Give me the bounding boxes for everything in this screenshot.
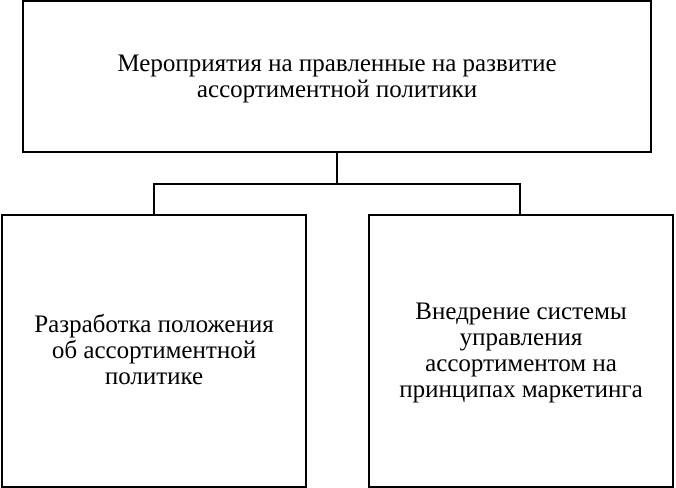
root-node: Мероприятия на правленные на развитие ас… bbox=[22, 0, 652, 153]
root-node-text: Мероприятия на правленные на развитие ас… bbox=[117, 49, 557, 103]
connector-horizontal bbox=[153, 183, 521, 185]
child-node-right: Внедрение системы управления ассортимент… bbox=[368, 214, 674, 488]
child-node-left: Разработка положения об ассортиментной п… bbox=[1, 214, 307, 488]
root-line-1: Мероприятия на правленные на развитие bbox=[117, 49, 557, 77]
child-left-line-3: политике bbox=[104, 363, 204, 390]
child-left-line-2: об ассортиментной bbox=[51, 337, 257, 364]
child-right-line-3: ассортиментом на bbox=[425, 350, 617, 377]
connector-left-vertical bbox=[153, 183, 155, 216]
child-right-line-2: управления bbox=[459, 324, 583, 351]
child-right-text: Внедрение системы управления ассортимент… bbox=[399, 299, 643, 403]
child-left-text: Разработка положения об ассортиментной п… bbox=[34, 312, 274, 390]
connector-right-vertical bbox=[519, 183, 521, 216]
child-right-line-4: принципах маркетинга bbox=[399, 376, 643, 403]
root-line-2: ассортиментной политики bbox=[196, 75, 478, 103]
child-right-line-1: Внедрение системы bbox=[415, 298, 627, 325]
child-left-line-1: Разработка положения bbox=[34, 311, 274, 338]
connector-root-vertical bbox=[336, 152, 338, 185]
